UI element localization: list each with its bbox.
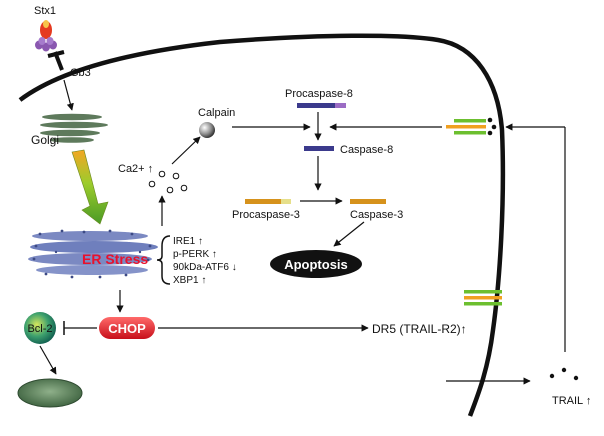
procaspase3-label: Procaspase-3 (232, 209, 300, 221)
marker-atf6: 90kDa-ATF6 ↓ (173, 262, 237, 273)
procaspase8-bar (297, 103, 335, 108)
dr5-receptor-icon (464, 290, 502, 306)
caspase8-bar (304, 146, 334, 151)
ca-label: Ca2+ ↑ (118, 163, 153, 175)
calpain-icon (199, 122, 215, 138)
caspase3-bar (350, 199, 386, 204)
gb3-label: Gb3 (70, 67, 91, 79)
golgi-icon (40, 113, 108, 143)
arrow-ca-to-calpain (171, 136, 201, 165)
golgi-label: Golgi (31, 133, 59, 147)
bcl2-label: Bcl-2 (27, 323, 52, 335)
er-icon (28, 229, 158, 279)
apoptosis-label: Apoptosis (284, 257, 348, 272)
caspase3-label: Caspase-3 (350, 209, 403, 221)
calpain-label: Calpain (198, 107, 235, 119)
arrow-casp3-to-apoptosis (333, 221, 365, 247)
stx1-toxin-icon (35, 20, 57, 52)
gb3-receptor-icon (47, 50, 65, 71)
er-stress-label: ER Stress (82, 251, 148, 267)
marker-xbp1: XBP1 ↑ (173, 275, 206, 286)
cell-membrane (18, 33, 506, 417)
procaspase3-bar (245, 199, 281, 204)
trail-label: TRAIL ↑ (552, 395, 591, 407)
dr5-trail-complex-icon (446, 117, 497, 136)
arrow-gb3-to-golgi (63, 79, 74, 111)
bcl2-node (24, 312, 56, 344)
marker-p-perk: p-PERK ↑ (173, 249, 217, 260)
marker-brace (156, 235, 171, 285)
chop-node (99, 317, 155, 339)
stx1-label: Stx1 (34, 5, 56, 17)
apoptosis-node (270, 250, 362, 278)
marker-ire1: IRE1 ↑ (173, 236, 203, 247)
dr5-label: DR5 (TRAIL-R2)↑ (372, 322, 467, 336)
calcium-ions-icon (148, 170, 188, 194)
procaspase8-label: Procaspase-8 (285, 88, 353, 100)
procaspase3-tail (281, 199, 291, 204)
mitochondrion-icon (17, 378, 83, 408)
golgi-to-er-big-arrow (71, 149, 109, 225)
arrow-bcl2-to-mito (39, 345, 57, 375)
chop-label: CHOP (108, 321, 146, 336)
procaspase8-tail (335, 103, 346, 108)
caspase8-label: Caspase-8 (340, 144, 393, 156)
trail-ligand-icon (549, 367, 579, 381)
